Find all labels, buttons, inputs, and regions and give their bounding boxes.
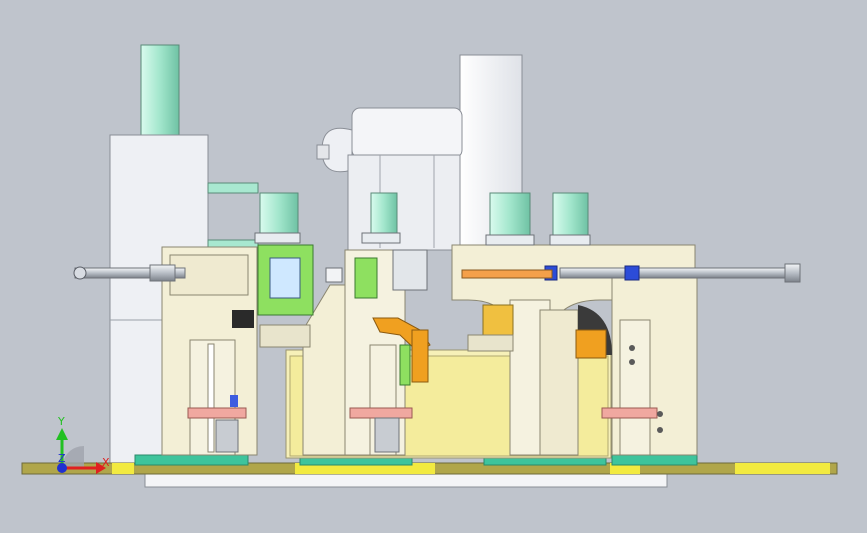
center-gripper-mechanism xyxy=(325,249,431,386)
left-gripper-mechanism xyxy=(232,244,314,348)
triad-y-label: Y xyxy=(57,415,65,428)
base-plate xyxy=(21,454,838,488)
triad-z-label: Z xyxy=(58,452,66,465)
motor-housing xyxy=(316,54,523,251)
coordinate-triad xyxy=(56,428,106,474)
vertical-cylinders xyxy=(254,192,591,246)
left-horizontal-cylinder xyxy=(73,264,186,282)
left-frame xyxy=(161,246,258,456)
right-horizontal-cylinder xyxy=(461,263,801,283)
right-gripper-mechanism xyxy=(467,304,607,359)
triad-x-label: X xyxy=(102,456,110,469)
